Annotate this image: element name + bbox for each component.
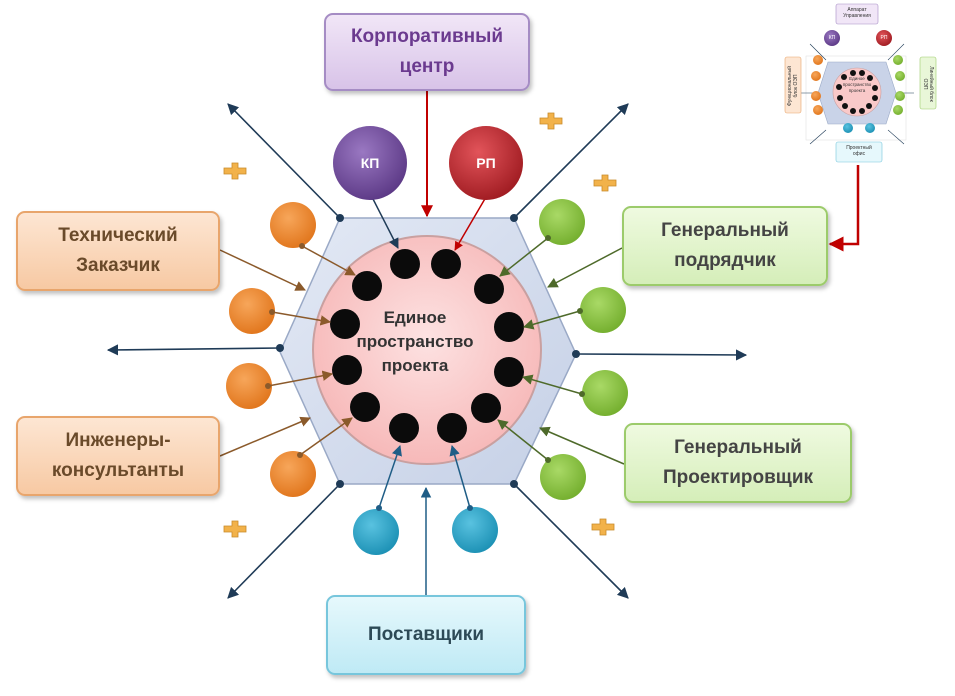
thumbnail-left-label: Функциональный блок ОЭП (787, 66, 799, 106)
thumbnail-kp-label: КП (828, 35, 836, 41)
kp-label: КП (360, 155, 380, 171)
general-contractor-label: Генеральный подрядчик (661, 220, 789, 271)
thumbnail-right-label: Линейный блок ОЭП (922, 66, 934, 102)
corporate-center-label: Корпоративный центр (350, 26, 504, 77)
thumbnail-bottom-label: Проектный офис (846, 145, 872, 157)
engineers-consultants-label: Инженеры- консультанты (51, 430, 185, 481)
general-designer-label: Генеральный Проектировщик (662, 437, 814, 488)
suppliers-label: Поставщики (367, 624, 485, 645)
member-dots (330, 249, 524, 443)
thumbnail-rp-label: РП (880, 35, 888, 41)
technical-customer-box: Технический Заказчик (16, 211, 220, 291)
corporate-center-box: Корпоративный центр (324, 13, 530, 91)
thumbnail-link (828, 165, 860, 252)
general-contractor-box: Генеральный подрядчик (622, 206, 828, 286)
general-designer-box: Генеральный Проектировщик (624, 423, 852, 503)
engineers-consultants-box: Инженеры- консультанты (16, 416, 220, 496)
suppliers-box: Поставщики (326, 595, 526, 675)
rp-circle (449, 126, 523, 200)
thumbnail-center-label: Единое пространство проекта (842, 76, 872, 93)
green-participants (539, 199, 628, 500)
plus-icons (223, 112, 617, 538)
rp-label: РП (476, 155, 496, 171)
technical-customer-label: Технический Заказчик (58, 225, 178, 276)
thumbnail-diagram (784, 3, 937, 163)
central-space-label: Единое пространство проекта (356, 308, 474, 375)
kp-circle (333, 126, 407, 200)
hexagon-vertices (276, 214, 580, 488)
blue-participants (353, 507, 498, 555)
thumbnail-top-label: Аппарат Управления (843, 7, 871, 19)
orange-participants (226, 202, 316, 497)
outward-arrows (106, 103, 748, 599)
